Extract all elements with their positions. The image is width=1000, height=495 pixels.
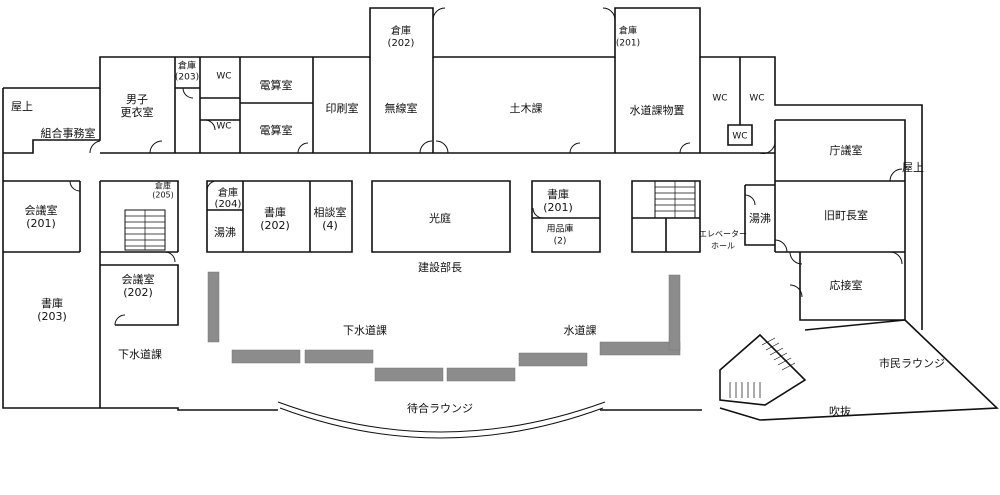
wall-wc-c bbox=[699, 57, 753, 153]
label-okujo-left: 屋上 bbox=[11, 100, 33, 113]
label-kyucho: 旧町長室 bbox=[824, 208, 868, 222]
label-yuwakashi-left: 湯沸 bbox=[214, 226, 236, 239]
wall-kaigi202 bbox=[99, 264, 179, 408]
lounge-curve-inner bbox=[279, 407, 604, 439]
label-kensetsu: 建設部長 bbox=[418, 260, 462, 274]
stairs-center-right bbox=[654, 180, 696, 219]
outer-wall-left bbox=[2, 88, 278, 411]
label-shoko201-1: 書庫 bbox=[547, 187, 569, 201]
counter-2 bbox=[304, 349, 374, 364]
counter-right-horizontal bbox=[599, 341, 681, 356]
label-shoko202-1: 書庫 bbox=[264, 205, 286, 219]
counter-5 bbox=[518, 352, 588, 367]
wall-soko204 bbox=[206, 180, 353, 253]
label-shoko202-2: (202) bbox=[260, 219, 290, 232]
walls bbox=[2, 7, 999, 421]
doors bbox=[69, 7, 903, 326]
wall-shoko201 bbox=[531, 180, 601, 253]
label-gesuido-left: 下水道課 bbox=[118, 347, 162, 361]
outer-wall-shimin bbox=[719, 319, 999, 421]
label-elevator-1: エレベーター bbox=[699, 230, 747, 239]
label-machiai: 待合ラウンジ bbox=[407, 401, 473, 415]
wall-chogi bbox=[774, 120, 905, 182]
label-soko205-2: (205) bbox=[152, 191, 174, 200]
label-soko201-top-1: 倉庫 bbox=[619, 25, 637, 37]
room-labels: 屋上 組合事務室 男子 更衣室 倉庫 (203) WC WC 電算室 電算室 印… bbox=[11, 24, 945, 418]
wall-203 bbox=[175, 57, 201, 153]
label-elevator-2: ホール bbox=[711, 242, 735, 251]
label-soko203-top-2: (203) bbox=[175, 73, 199, 83]
label-soko205-1: 倉庫 bbox=[155, 181, 171, 191]
label-soko202-top-1: 倉庫 bbox=[391, 24, 411, 37]
label-sodan-1: 相談室 bbox=[314, 205, 347, 219]
label-soko204-1: 倉庫 bbox=[218, 186, 238, 199]
label-musen: 無線室 bbox=[385, 101, 418, 115]
label-soko201-top-2: (201) bbox=[616, 39, 640, 49]
label-wc-c: WC bbox=[712, 94, 727, 104]
label-sodan-2: (4) bbox=[322, 219, 338, 232]
wall-yuwakashi-r bbox=[744, 184, 775, 246]
label-yohin-1: 用品庫 bbox=[546, 223, 573, 235]
lounge-curve bbox=[277, 401, 606, 433]
label-wc-a: WC bbox=[216, 72, 231, 82]
wall-osetsu bbox=[799, 252, 905, 321]
wall-kotei bbox=[371, 180, 511, 253]
stairs-fukinuke bbox=[719, 333, 807, 406]
label-gesuido-mid: 下水道課 bbox=[343, 323, 387, 337]
label-kaigi201-1: 会議室 bbox=[25, 203, 58, 217]
label-danshi-1: 男子 bbox=[126, 93, 148, 106]
label-suido-mid: 水道課 bbox=[564, 323, 597, 337]
wall-kaigi201 bbox=[3, 181, 81, 253]
label-densan-2: 電算室 bbox=[260, 123, 293, 137]
label-insatsu: 印刷室 bbox=[326, 101, 359, 115]
counter-left-vertical bbox=[207, 271, 220, 343]
counter-4 bbox=[446, 367, 516, 382]
label-shoko203-2: (203) bbox=[37, 310, 67, 323]
label-shoko203-1: 書庫 bbox=[41, 296, 63, 310]
wall-roof-right bbox=[775, 119, 906, 320]
service-counters bbox=[207, 271, 681, 382]
label-suido-bucchi: 水道課物置 bbox=[630, 103, 685, 117]
label-shoko201-2: (201) bbox=[543, 201, 573, 214]
label-soko202-top-2: (202) bbox=[388, 38, 415, 49]
label-kotei: 光庭 bbox=[429, 211, 451, 225]
counter-right-vertical bbox=[668, 274, 681, 351]
wall-corridor-left bbox=[3, 180, 101, 265]
label-kaigi202-2: (202) bbox=[123, 286, 153, 299]
label-fukinuke: 吹抜 bbox=[829, 404, 851, 418]
counter-1 bbox=[231, 349, 301, 364]
label-chogi: 庁議室 bbox=[830, 143, 863, 157]
counter-3 bbox=[374, 367, 444, 382]
label-wc-d: WC bbox=[749, 94, 764, 104]
label-kaigi201-2: (201) bbox=[26, 217, 56, 230]
label-yohin-2: (2) bbox=[554, 237, 567, 247]
label-yuwakashi-right: 湯沸 bbox=[749, 212, 771, 225]
label-danshi-2: 更衣室 bbox=[121, 105, 154, 119]
stairs-left bbox=[124, 209, 166, 251]
label-soko203-top-1: 倉庫 bbox=[178, 60, 196, 72]
label-doboku: 土木課 bbox=[510, 101, 543, 115]
wall-elevator bbox=[631, 180, 701, 253]
label-kaigi202-1: 会議室 bbox=[122, 272, 155, 286]
label-shimin: 市民ラウンジ bbox=[879, 356, 945, 370]
wall-roof-left bbox=[3, 88, 101, 154]
label-osetsu: 応接室 bbox=[830, 278, 863, 292]
label-wc-e: WC bbox=[732, 132, 747, 142]
wall-densan bbox=[240, 57, 314, 153]
label-soko204-2: (204) bbox=[215, 199, 242, 210]
label-kumiai: 組合事務室 bbox=[41, 126, 96, 140]
label-densan-1: 電算室 bbox=[260, 78, 293, 92]
label-okujo-right: 屋上 bbox=[902, 161, 924, 174]
label-wc-b: WC bbox=[216, 122, 231, 132]
